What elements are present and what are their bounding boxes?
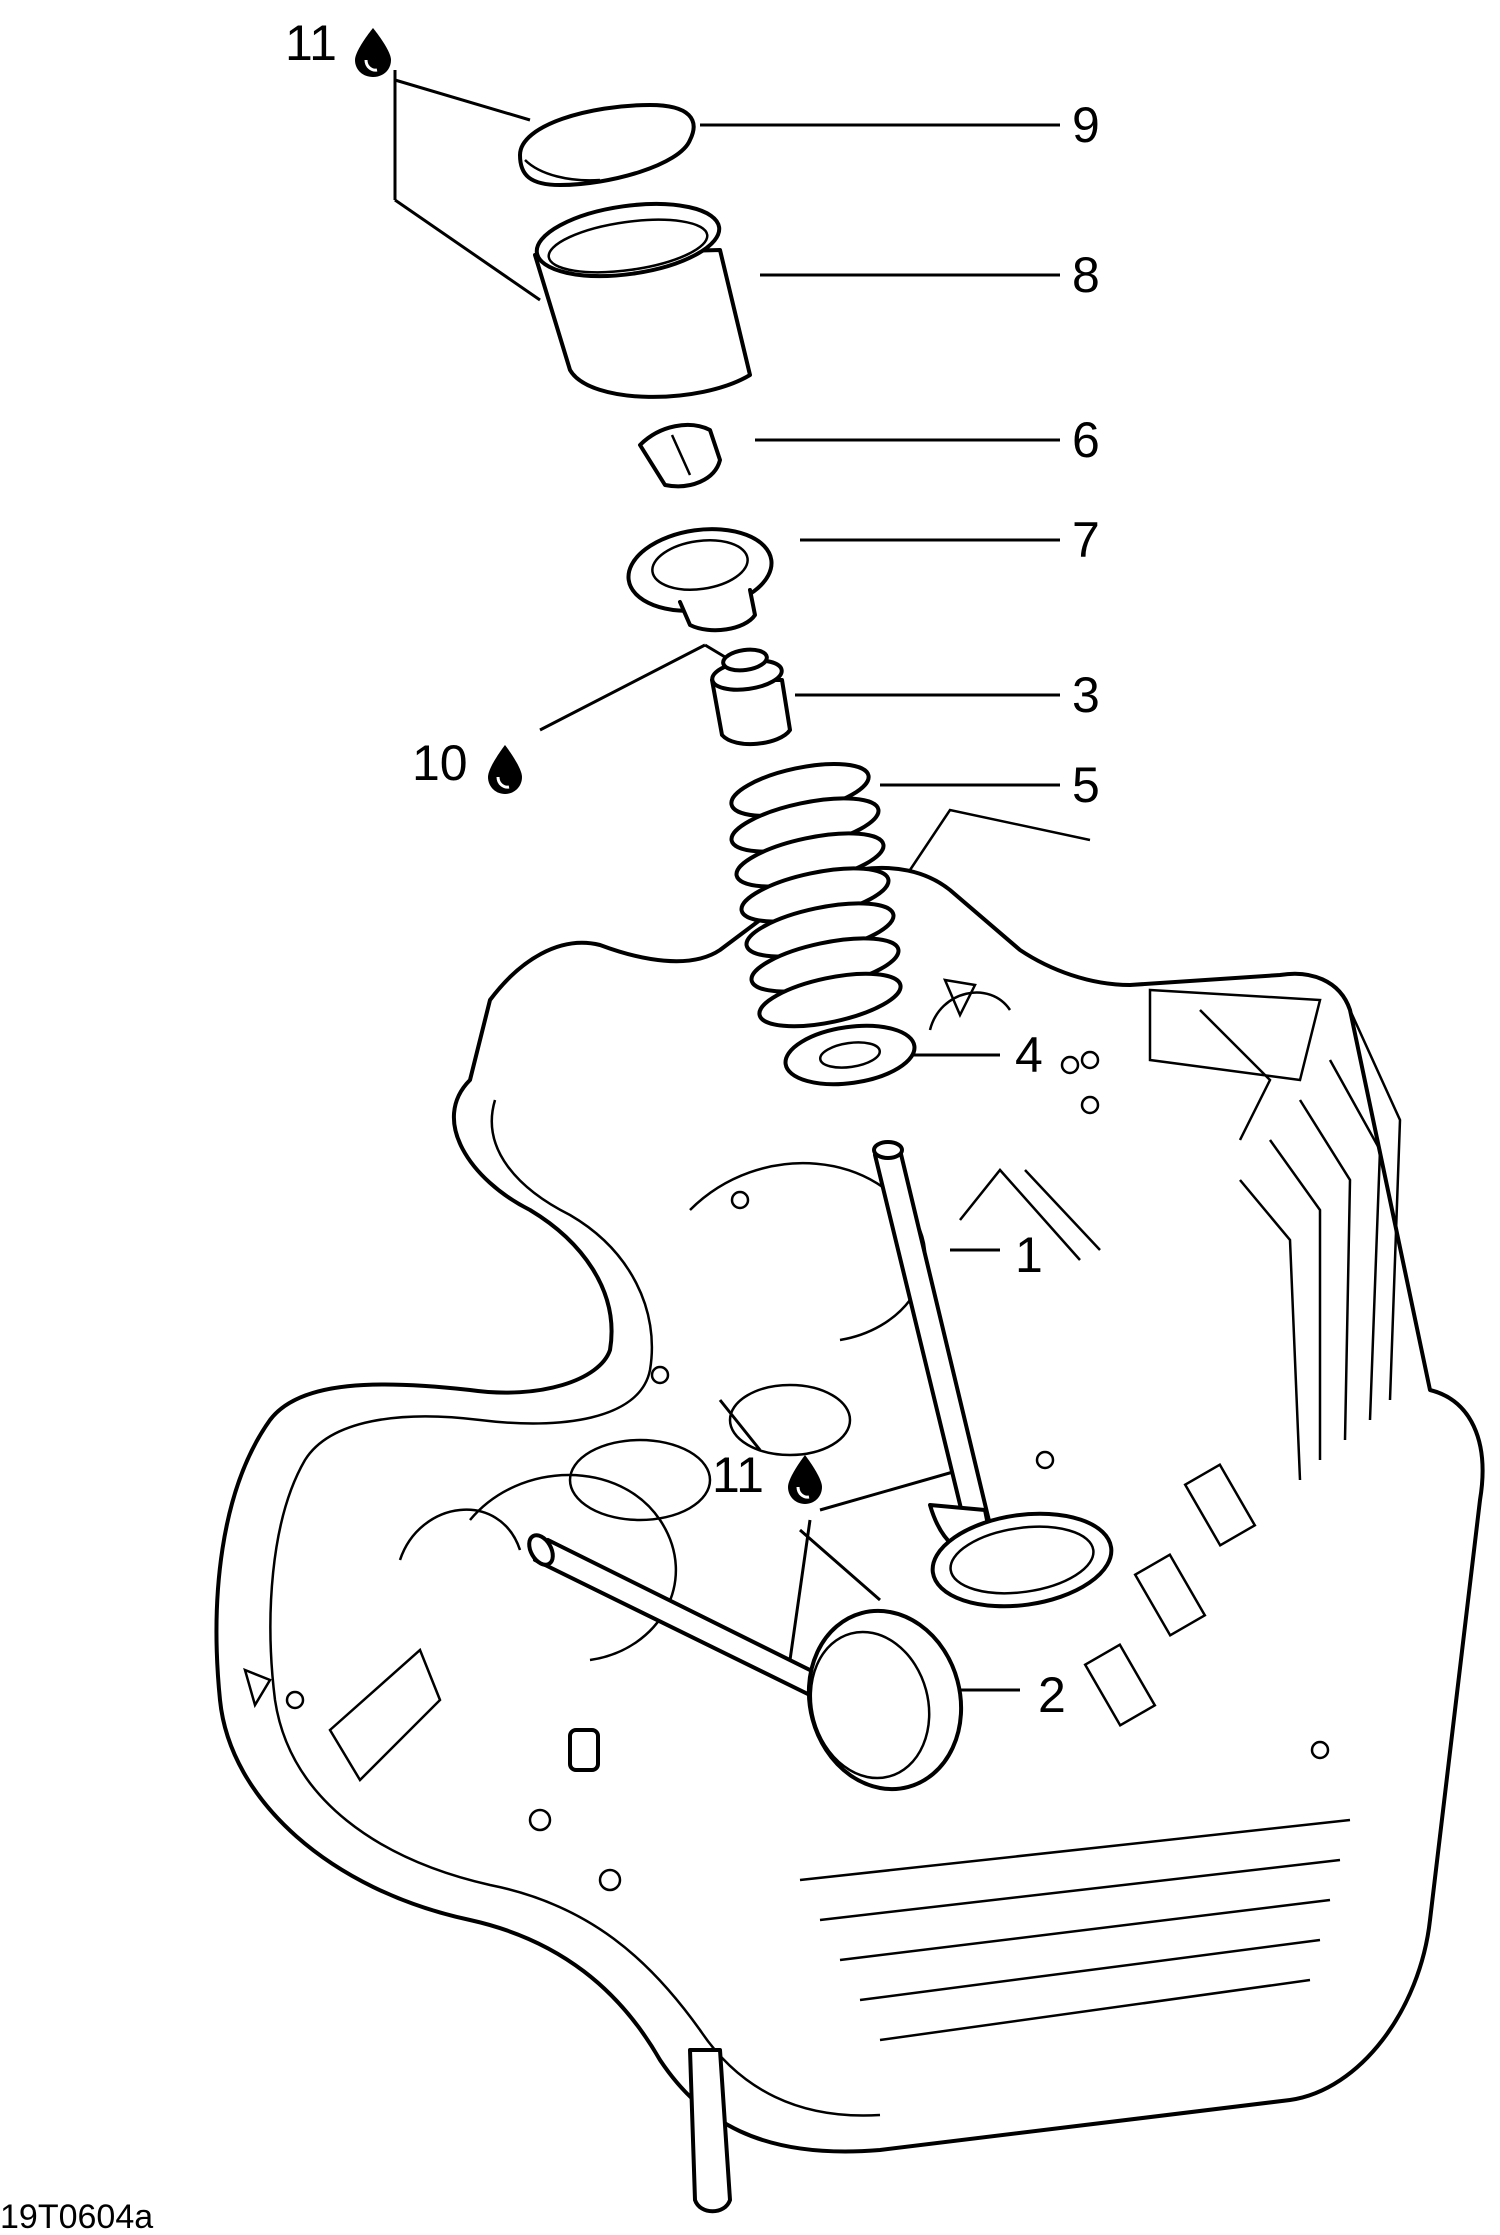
figure-id: 19T0604a: [0, 2198, 153, 2235]
callout-7: 7: [1072, 512, 1100, 568]
callout-2: 2: [1038, 1667, 1066, 1723]
spring-seat-part: [783, 1023, 917, 1087]
valve-stem-seal-part: [710, 647, 792, 747]
cylinder-head: [214, 865, 1485, 2214]
valve-2-part: [527, 1533, 964, 1792]
oil-drop-icon: [488, 745, 522, 794]
callout-11-bottom: 11: [712, 1447, 764, 1503]
callout-1: 1: [1015, 1227, 1043, 1283]
shim-part: [518, 103, 696, 187]
callout-10: 10: [412, 735, 468, 791]
callout-11-top: 11: [285, 15, 337, 71]
bucket-tappet-part: [533, 201, 752, 399]
callout-3: 3: [1072, 667, 1100, 723]
valve-keeper-part: [638, 423, 722, 489]
valve-1-part: [872, 1140, 1114, 1609]
callout-labels: 1 2 3 4 5 6 7 8 9 10 11 11: [285, 15, 1100, 1723]
leader-lines: [393, 70, 1101, 1692]
callout-5: 5: [1072, 757, 1100, 813]
oil-drop-icon: [355, 28, 391, 77]
callout-4: 4: [1015, 1027, 1043, 1083]
callout-6: 6: [1072, 412, 1100, 468]
oil-drop-icon: [788, 1455, 822, 1504]
callout-9: 9: [1072, 97, 1100, 153]
spring-retainer-part: [626, 527, 774, 633]
callout-8: 8: [1072, 247, 1100, 303]
valve-spring-part: [729, 762, 903, 1029]
